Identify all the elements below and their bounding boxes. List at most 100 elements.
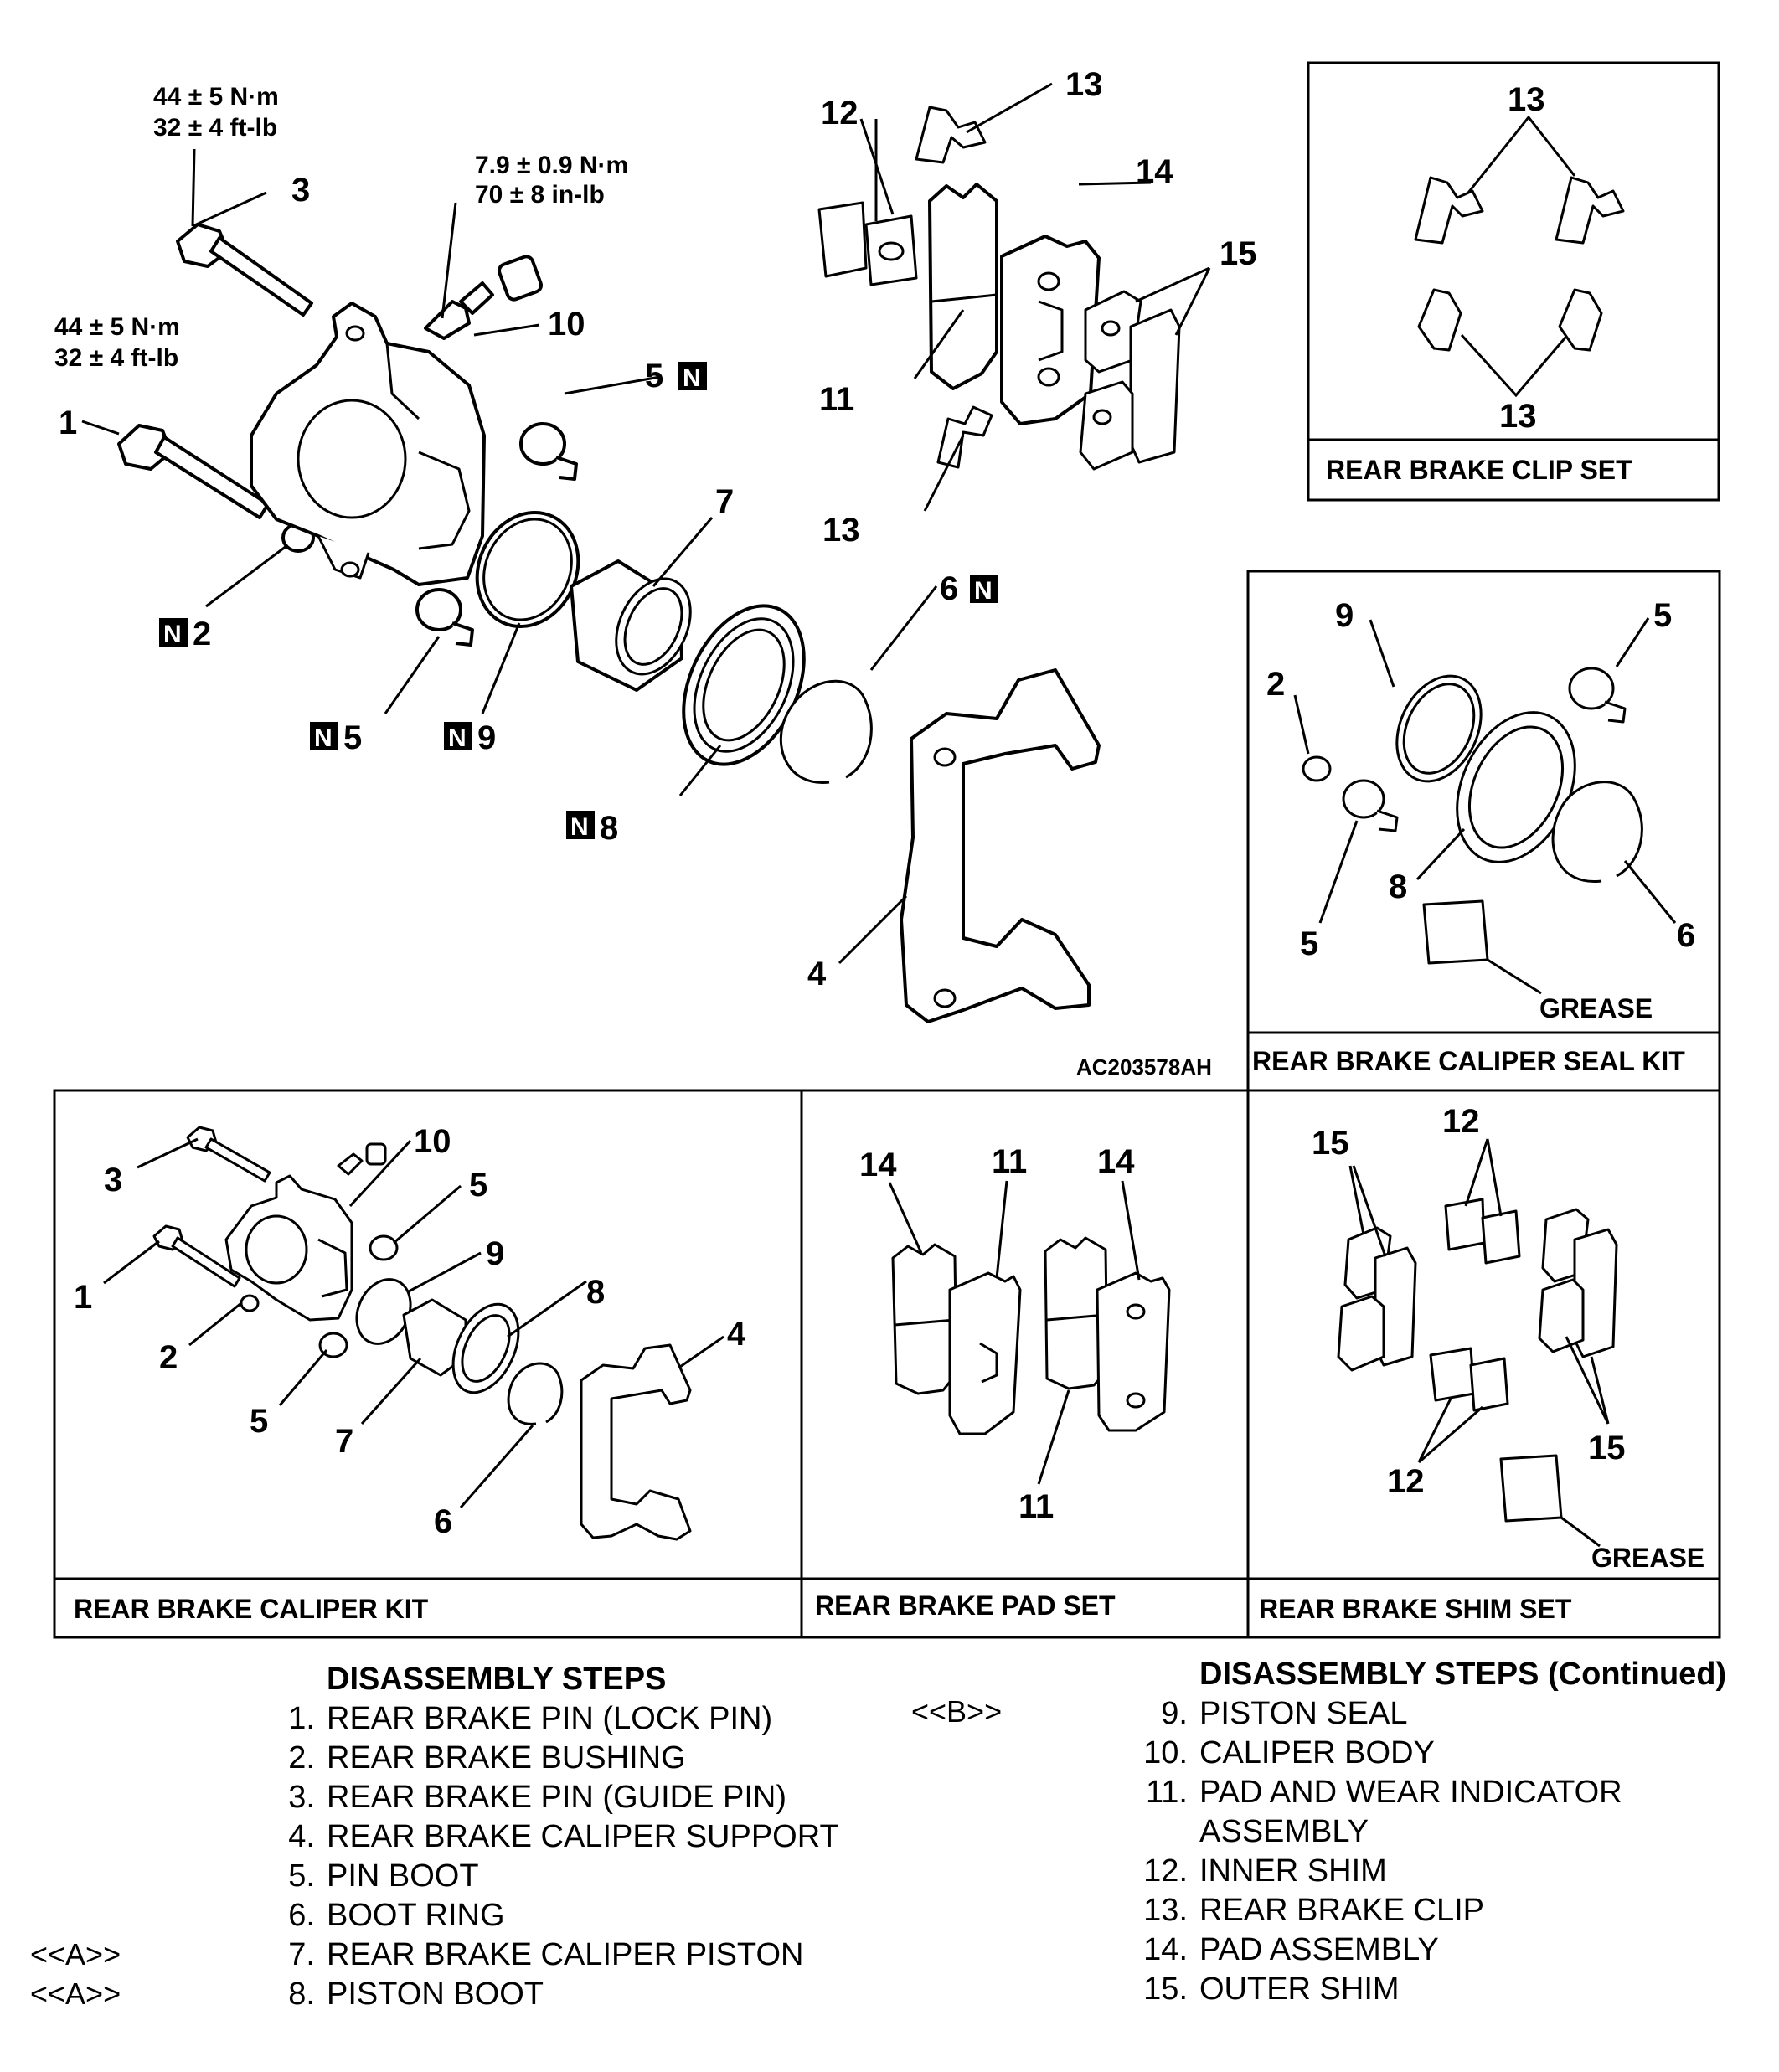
shim-set-callout-15-bottom: 15 [1588,1430,1626,1466]
step-text: REAR BRAKE CALIPER SUPPORT [327,1819,839,1854]
step-number [1132,1812,1199,1852]
step-text: BOOT RING [327,1898,505,1933]
new-part-markers: N N N N N N [159,362,998,841]
pin-boot-lower-part [415,588,474,647]
callout-2: 2 [193,616,211,652]
step-number: 10. [1143,1735,1188,1770]
step-row: 9. PISTON SEAL [1132,1694,1726,1734]
caliper-kit-callout-3: 3 [104,1162,122,1198]
caliper-kit-callout-10: 10 [414,1123,451,1160]
step-text: PIN BOOT [327,1858,479,1894]
caliper-body-part [250,302,486,586]
outer-shims-part [1079,290,1181,471]
disassembly-steps-right: DISASSEMBLY STEPS (Continued) 9. PISTON S… [1132,1655,1726,2009]
n-marker-2: N [159,618,188,648]
step-text: REAR BRAKE BUSHING [327,1740,686,1776]
step-row: 8.PISTON BOOT [260,1975,839,2014]
step-text: OUTER SHIM [1199,1971,1400,2007]
boot-ring-part [779,679,873,784]
caliper-kit-callout-5-bottom: 5 [250,1403,268,1440]
pin-boot-upper-part [519,422,578,481]
step-number: 5. [288,1858,315,1894]
step-row: 12.INNER SHIM [1132,1852,1726,1891]
step-number: 3. [288,1780,315,1815]
step-row: 6. BOOT RING [260,1896,839,1935]
step-text: PISTON SEAL [1199,1696,1408,1731]
callout-4: 4 [807,956,827,992]
step-row: 4. REAR BRAKE CALIPER SUPPORT [260,1817,839,1857]
inner-shims-part [817,201,918,286]
callout-5-lower: 5 [343,719,362,756]
step-number: 12. [1143,1853,1188,1889]
seal-kit-caption: REAR BRAKE CALIPER SEAL KIT [1252,1046,1685,1076]
caliper-kit-callout-1: 1 [74,1279,92,1316]
seal-kit-grease-label: GREASE [1539,993,1653,1023]
clip-set-view: 13 13 [1414,81,1625,435]
step-text: CALIPER BODY [1199,1735,1435,1770]
clip-set-callout-top: 13 [1508,81,1545,118]
callout-13-top: 13 [1065,66,1103,103]
n-marker-8: N [566,811,595,841]
step-number: 13. [1143,1893,1188,1928]
caliper-kit-callout-7: 7 [335,1423,353,1460]
pad-set-callout-11-bottom: 11 [1018,1488,1054,1525]
pad-set-callout-14-left: 14 [859,1147,897,1183]
step-number: 7. [288,1937,315,1972]
callout-3: 3 [291,172,310,209]
callout-14: 14 [1136,153,1173,190]
step-text: REAR BRAKE PIN (GUIDE PIN) [327,1780,786,1815]
pad-set-caption: REAR BRAKE PAD SET [815,1590,1116,1621]
step-text: REAR BRAKE CLIP [1199,1893,1484,1928]
step-text: PAD ASSEMBLY [1199,1932,1439,1967]
step-number: 15. [1143,1971,1188,2007]
pad-set-callout-14-right: 14 [1097,1143,1135,1180]
seal-kit-callout-5-top: 5 [1653,597,1672,634]
step-row: 13. REAR BRAKE CLIP [1132,1891,1726,1930]
step-number: 1. [288,1701,315,1736]
svg-text:N: N [683,364,701,392]
seal-kit-view: 9 5 2 8 5 6 [1266,597,1695,995]
procedure-tag: <<B>> [911,1694,1003,1729]
main-callouts: 3 1 10 5 7 6 4 2 5 9 8 12 13 14 15 11 13 [59,66,1257,992]
step-number: 9. [1161,1696,1188,1731]
clip-set-caption: REAR BRAKE CLIP SET [1326,455,1632,485]
callout-15: 15 [1220,235,1257,272]
procedure-tag: <<A>> [30,1977,121,2011]
shim-set-callout-12-bottom: 12 [1387,1463,1425,1500]
step-row: 7. REAR BRAKE CALIPER PISTON [260,1935,839,1975]
step-row: 14.PAD ASSEMBLY [1132,1930,1726,1970]
step-text: PAD AND WEAR INDICATOR [1199,1775,1622,1810]
seal-kit-callout-8: 8 [1389,868,1407,905]
main-leaders [81,82,1211,965]
torque-bleeder-inlb: 70 ± 8 in-lb [475,181,605,209]
main-view [117,106,1181,1023]
guide-pin-part [176,223,313,317]
step-text: REAR BRAKE CALIPER PISTON [327,1937,804,1972]
step-text: ASSEMBLY [1199,1814,1369,1849]
caliper-kit-callout-4: 4 [727,1316,746,1353]
torque-pin3-nm: 44 ± 5 N·m [153,83,279,111]
procedure-tag: <<A>> [30,1937,121,1971]
disassembly-steps-left: DISASSEMBLY STEPS 1.REAR BRAKE PIN (LOCK… [260,1660,839,2014]
steps-right-title: DISASSEMBLY STEPS (Continued) [1199,1657,1727,1692]
step-number: 6. [288,1898,315,1933]
caliper-kit-callout-8: 8 [586,1274,605,1311]
step-row: 1.REAR BRAKE PIN (LOCK PIN) [260,1699,839,1739]
step-row: ASSEMBLY [1132,1812,1726,1852]
callout-5-upper: 5 [645,358,663,394]
step-number: 11. [1145,1775,1188,1810]
shim-set-caption: REAR BRAKE SHIM SET [1259,1594,1572,1624]
n-marker-9: N [444,722,472,752]
piston-part [570,559,692,692]
caliper-kit-caption: REAR BRAKE CALIPER KIT [74,1594,429,1624]
piston-boot-part [682,604,806,766]
seal-kit-callout-2: 2 [1266,666,1285,703]
seal-kit-callout-9: 9 [1335,597,1354,634]
caliper-kit-callout-2: 2 [159,1339,178,1376]
svg-text:N: N [570,813,589,841]
clip-set-frame [1307,61,1720,502]
caliper-kit-callout-6: 6 [434,1503,452,1540]
bleeder-screw-part [424,281,494,340]
steps-left-title: DISASSEMBLY STEPS [327,1662,667,1697]
step-number: 4. [288,1819,315,1854]
